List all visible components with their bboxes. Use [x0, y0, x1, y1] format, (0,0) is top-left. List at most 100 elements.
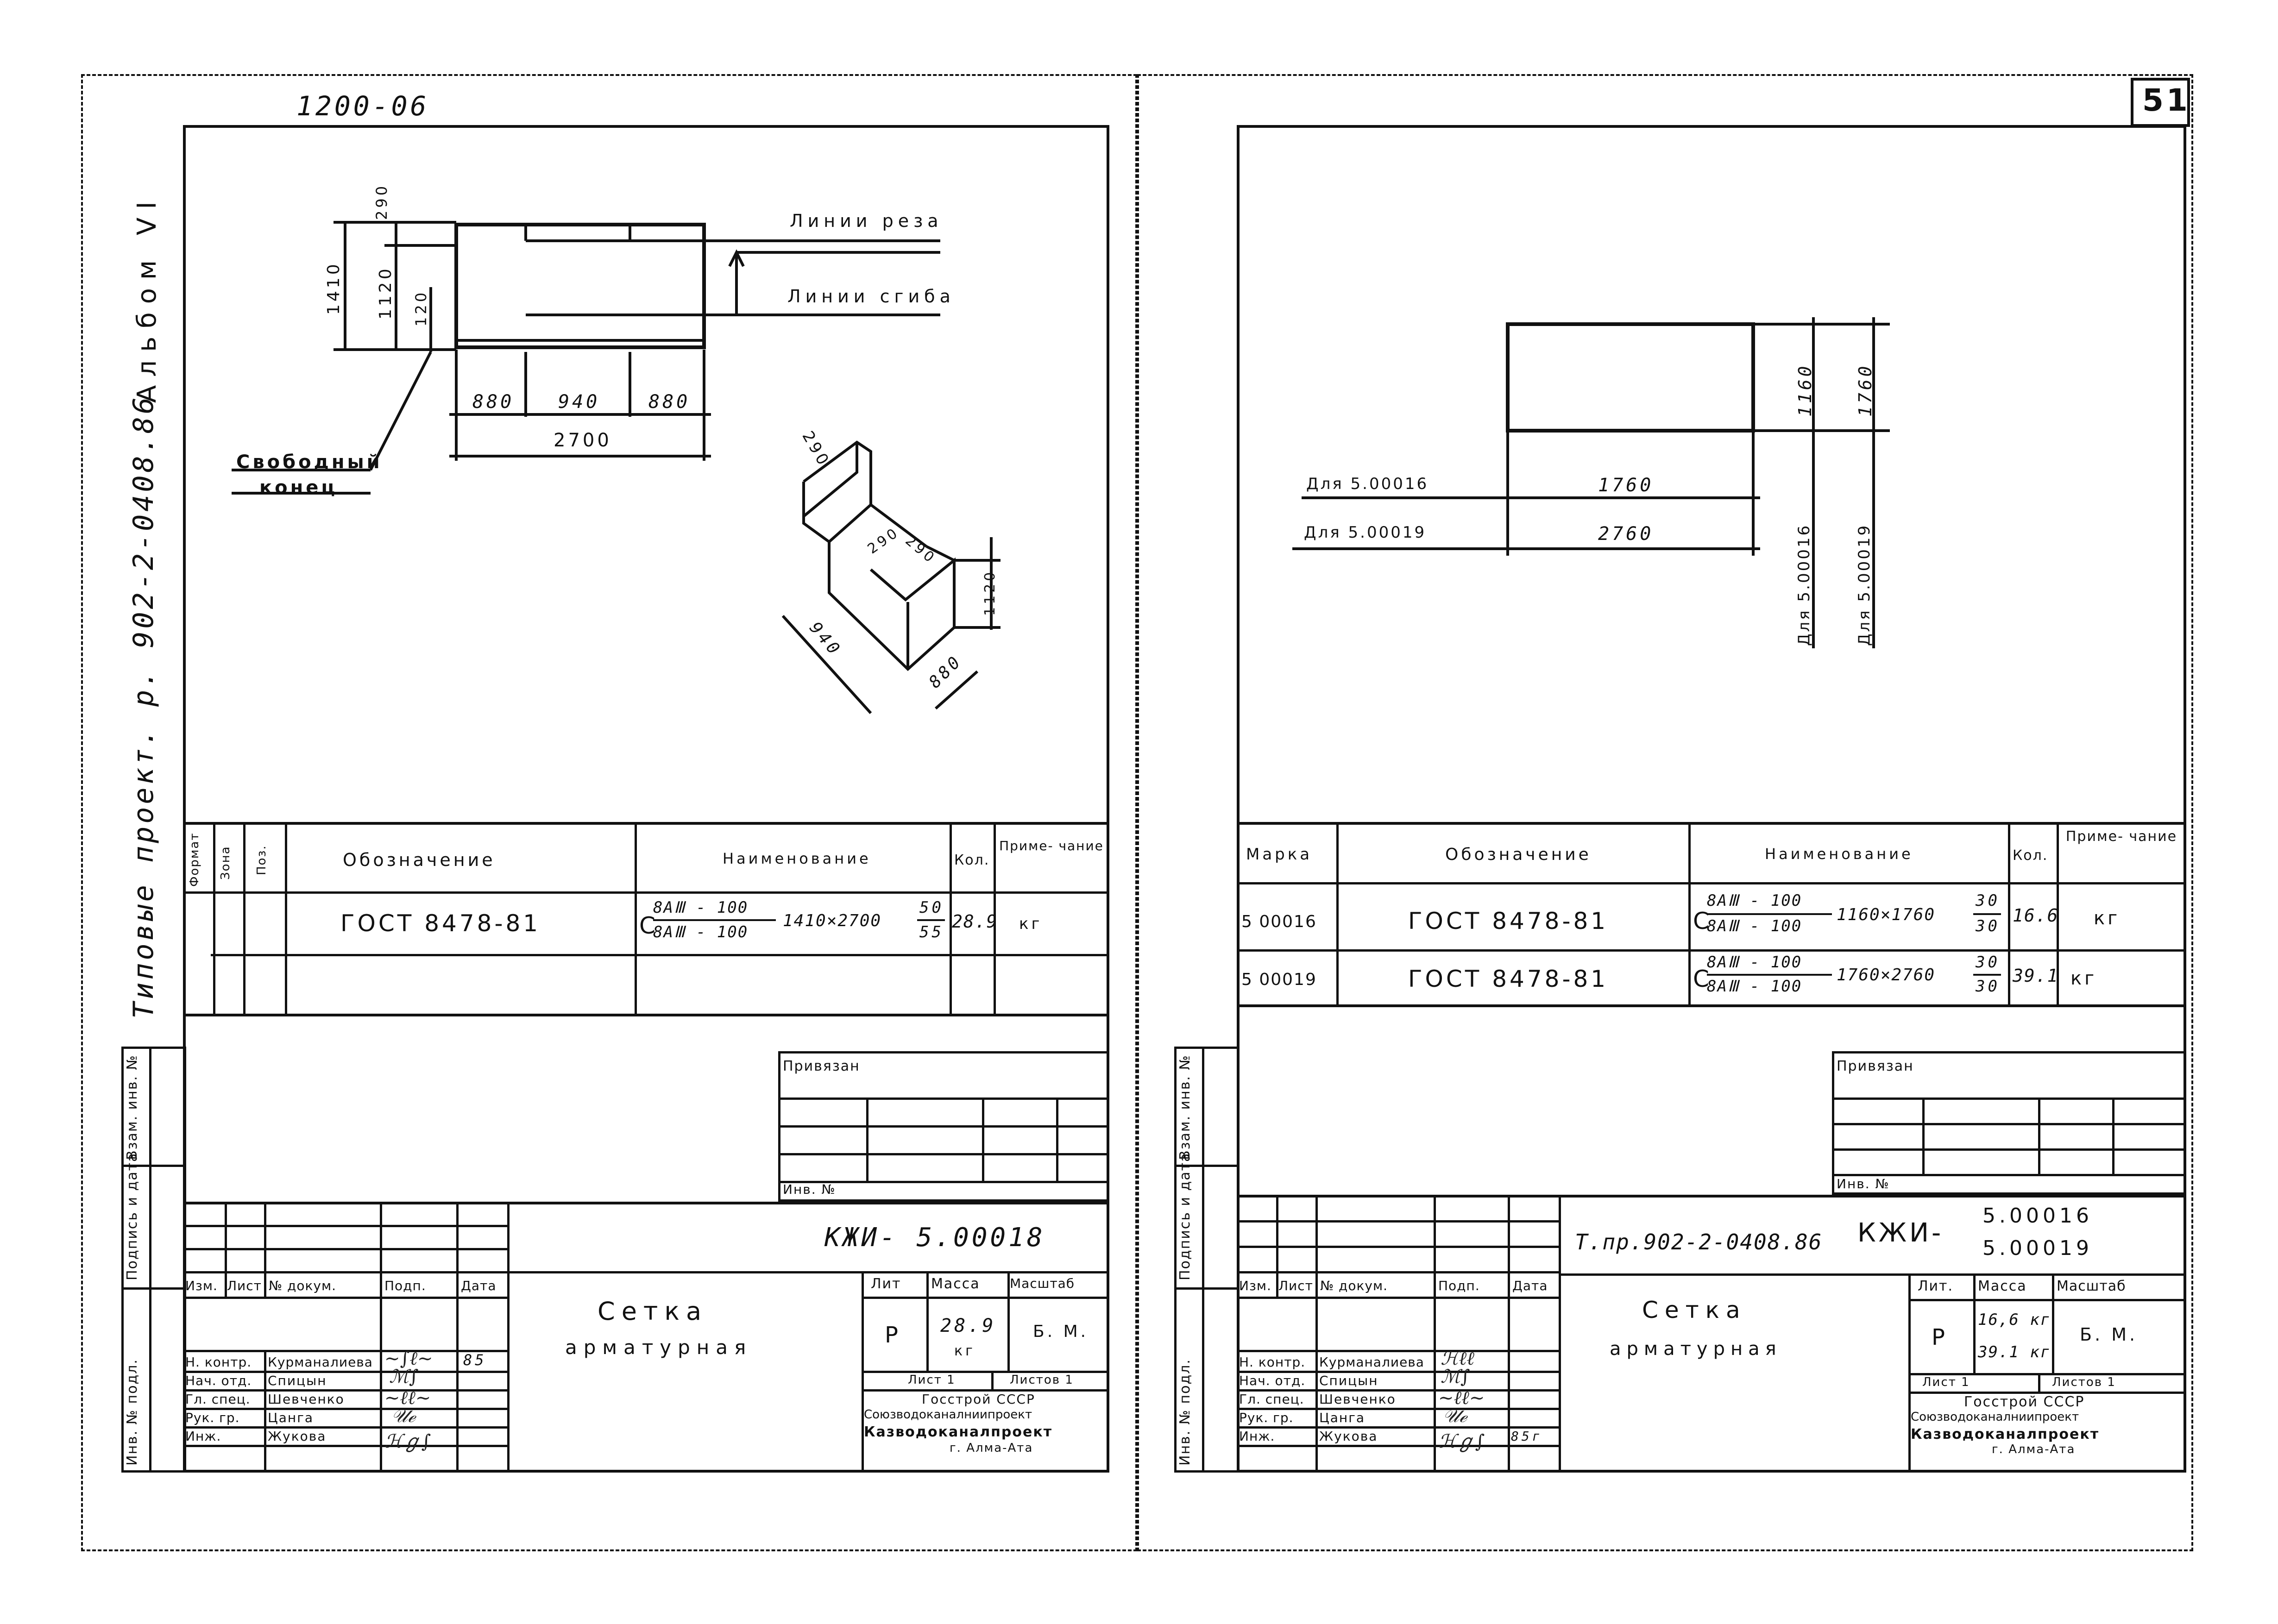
right-doc-code-2: 5.00019	[1982, 1236, 2093, 1260]
col-note: Приме- чание	[999, 838, 1104, 853]
left-mass: 28.9	[940, 1315, 996, 1336]
right-row1-c: С	[1693, 966, 1712, 992]
left-org-3: Казводоканалпроект	[864, 1424, 1053, 1440]
right-row0-c: С	[1693, 908, 1712, 934]
right-col-izm: Изм.	[1239, 1278, 1271, 1293]
right-linked-label: Привязан	[1837, 1058, 1914, 1074]
right-signature-0: ℋℓℓ	[1441, 1348, 1474, 1369]
dim-880-b: 880	[648, 391, 691, 413]
right-col-qty: Кол.	[2013, 847, 2048, 864]
left-role-4: Инж.	[185, 1429, 221, 1444]
left-org-4: г. Алма-Ата	[950, 1441, 1033, 1455]
right-name-4: Жукова	[1319, 1429, 1378, 1444]
right-org-3: Казводоканалпроект	[1911, 1426, 2100, 1442]
right-col-designation: Обозначение	[1445, 845, 1592, 864]
right-row1-fn: 30	[1976, 953, 2000, 972]
row-name-size: 1410×2700	[783, 911, 882, 930]
left-org-2: Союзводоканалниипроект	[864, 1408, 1032, 1422]
right-col-podp: Подп.	[1438, 1278, 1480, 1293]
right-sheet-outer-frame	[1137, 74, 2193, 1551]
right-row0-note: кг	[2094, 908, 2121, 929]
row-name-num: 8АⅢ - 100	[653, 898, 749, 917]
left-col-izm: Изм.	[185, 1278, 218, 1293]
right-dim-1760-h: 1760	[1598, 475, 1654, 496]
right-vfor-2: Для 5.00019	[1855, 523, 1874, 646]
right-row1-fd: 30	[1976, 977, 2000, 996]
right-mass-1: 16,6 кг	[1978, 1310, 2051, 1329]
left-signature-3: 𝒰ℯ	[391, 1405, 415, 1427]
right-lit: Р	[1932, 1324, 1948, 1350]
col-designation: Обозначение	[343, 850, 496, 870]
right-row0-num: 8АⅢ - 100	[1707, 891, 1802, 910]
right-name-1: Спицын	[1319, 1373, 1378, 1388]
right-spec-table	[1237, 822, 2186, 1007]
right-name-3: Цанга	[1319, 1410, 1366, 1425]
right-vfor-1: Для 5.00016	[1795, 523, 1813, 646]
left-scale-head: Масштаб	[1010, 1276, 1075, 1291]
right-org-2: Союзводоканалниипроект	[1911, 1410, 2079, 1424]
right-for-1: Для 5.00016	[1306, 475, 1429, 493]
dim-2700: 2700	[554, 430, 612, 451]
right-row0-mark: 5 00016	[1241, 912, 1317, 931]
left-title-name-2: арматурная	[565, 1336, 753, 1359]
left-title-name-1: Сетка	[598, 1297, 708, 1326]
left-mass-unit: кг	[954, 1343, 975, 1359]
right-title-name-1: Сетка	[1642, 1297, 1747, 1323]
left-name-1: Спицын	[268, 1373, 327, 1388]
row-designation: ГОСТ 8478-81	[340, 910, 541, 937]
left-mass-head: Масса	[931, 1276, 980, 1292]
right-name-0: Курманалиева	[1319, 1354, 1424, 1370]
right-inv-label: Инв. №	[1837, 1176, 1890, 1191]
left-col-list: Лист	[227, 1278, 262, 1293]
left-signature-1: ℳ∫	[389, 1366, 419, 1387]
left-name-4: Жукова	[268, 1429, 327, 1444]
left-inv-label: Инв. №	[783, 1182, 836, 1197]
left-date-0: 85	[463, 1351, 487, 1369]
right-row0-size: 1160×1760	[1837, 905, 1936, 924]
left-signature-4: ℋℊ∫	[384, 1431, 431, 1452]
left-doc-code: КЖИ- 5.00018	[824, 1223, 1045, 1253]
left-role-0: Н. контр.	[185, 1354, 252, 1370]
left-sheet-outer-frame	[81, 74, 1137, 1551]
right-role-0: Н. контр.	[1239, 1354, 1306, 1370]
right-row1-size: 1760×2760	[1837, 966, 1936, 984]
right-row1-num: 8АⅢ - 100	[1707, 953, 1802, 972]
row-name-den: 8АⅢ - 100	[653, 923, 749, 941]
dim-940: 940	[558, 391, 600, 413]
left-col-podp: Подп.	[384, 1278, 426, 1293]
right-row0-fd: 30	[1976, 917, 2000, 935]
dim-880-a: 880	[472, 391, 515, 413]
free-end-label-1: Свободный	[236, 451, 383, 473]
right-col-list: Лист	[1278, 1278, 1313, 1293]
left-signature-0: ~∫ℓ~	[384, 1348, 433, 1369]
right-scale-head: Масштаб	[2057, 1278, 2126, 1294]
row-frac-den: 55	[919, 923, 944, 941]
sheet-number: 51	[2142, 82, 2190, 118]
right-sheets: Листов 1	[2052, 1375, 2116, 1389]
right-row0-fn: 30	[1976, 891, 2000, 910]
top-code: 1200-06	[296, 90, 429, 122]
right-sheet: Лист 1	[1922, 1375, 1970, 1389]
right-lit-head: Лит.	[1918, 1278, 1954, 1294]
left-title-block	[183, 1202, 1109, 1473]
right-mass-2: 39.1 кг	[1978, 1343, 2051, 1361]
free-end-label-2: конец	[259, 477, 338, 498]
right-role-1: Нач. отд.	[1239, 1373, 1306, 1388]
right-org-1: Госстрой СССР	[1964, 1394, 2085, 1410]
right-col-note: Приме- чание	[2065, 828, 2177, 845]
col-qty: Кол.	[954, 852, 990, 868]
right-row1-den: 8АⅢ - 100	[1707, 977, 1802, 996]
right-col-doc: № докум.	[1320, 1278, 1388, 1293]
left-signature-2: ~ℓℓ~	[384, 1387, 431, 1409]
left-lit-head: Лит	[871, 1276, 901, 1292]
right-dim-1760-v: 1760	[1855, 363, 1875, 417]
right-row0-den: 8АⅢ - 100	[1707, 917, 1802, 935]
right-row0-designation: ГОСТ 8478-81	[1408, 908, 1609, 934]
col-name: Наименование	[723, 850, 871, 867]
right-signature-1: ℳ∫	[1441, 1366, 1470, 1387]
right-signature-2: ~ℓℓ~	[1438, 1387, 1485, 1409]
right-signature-4: ℋℊ∫	[1438, 1431, 1485, 1452]
right-role-2: Гл. спец.	[1239, 1392, 1304, 1407]
row-note: кг	[1019, 915, 1043, 933]
